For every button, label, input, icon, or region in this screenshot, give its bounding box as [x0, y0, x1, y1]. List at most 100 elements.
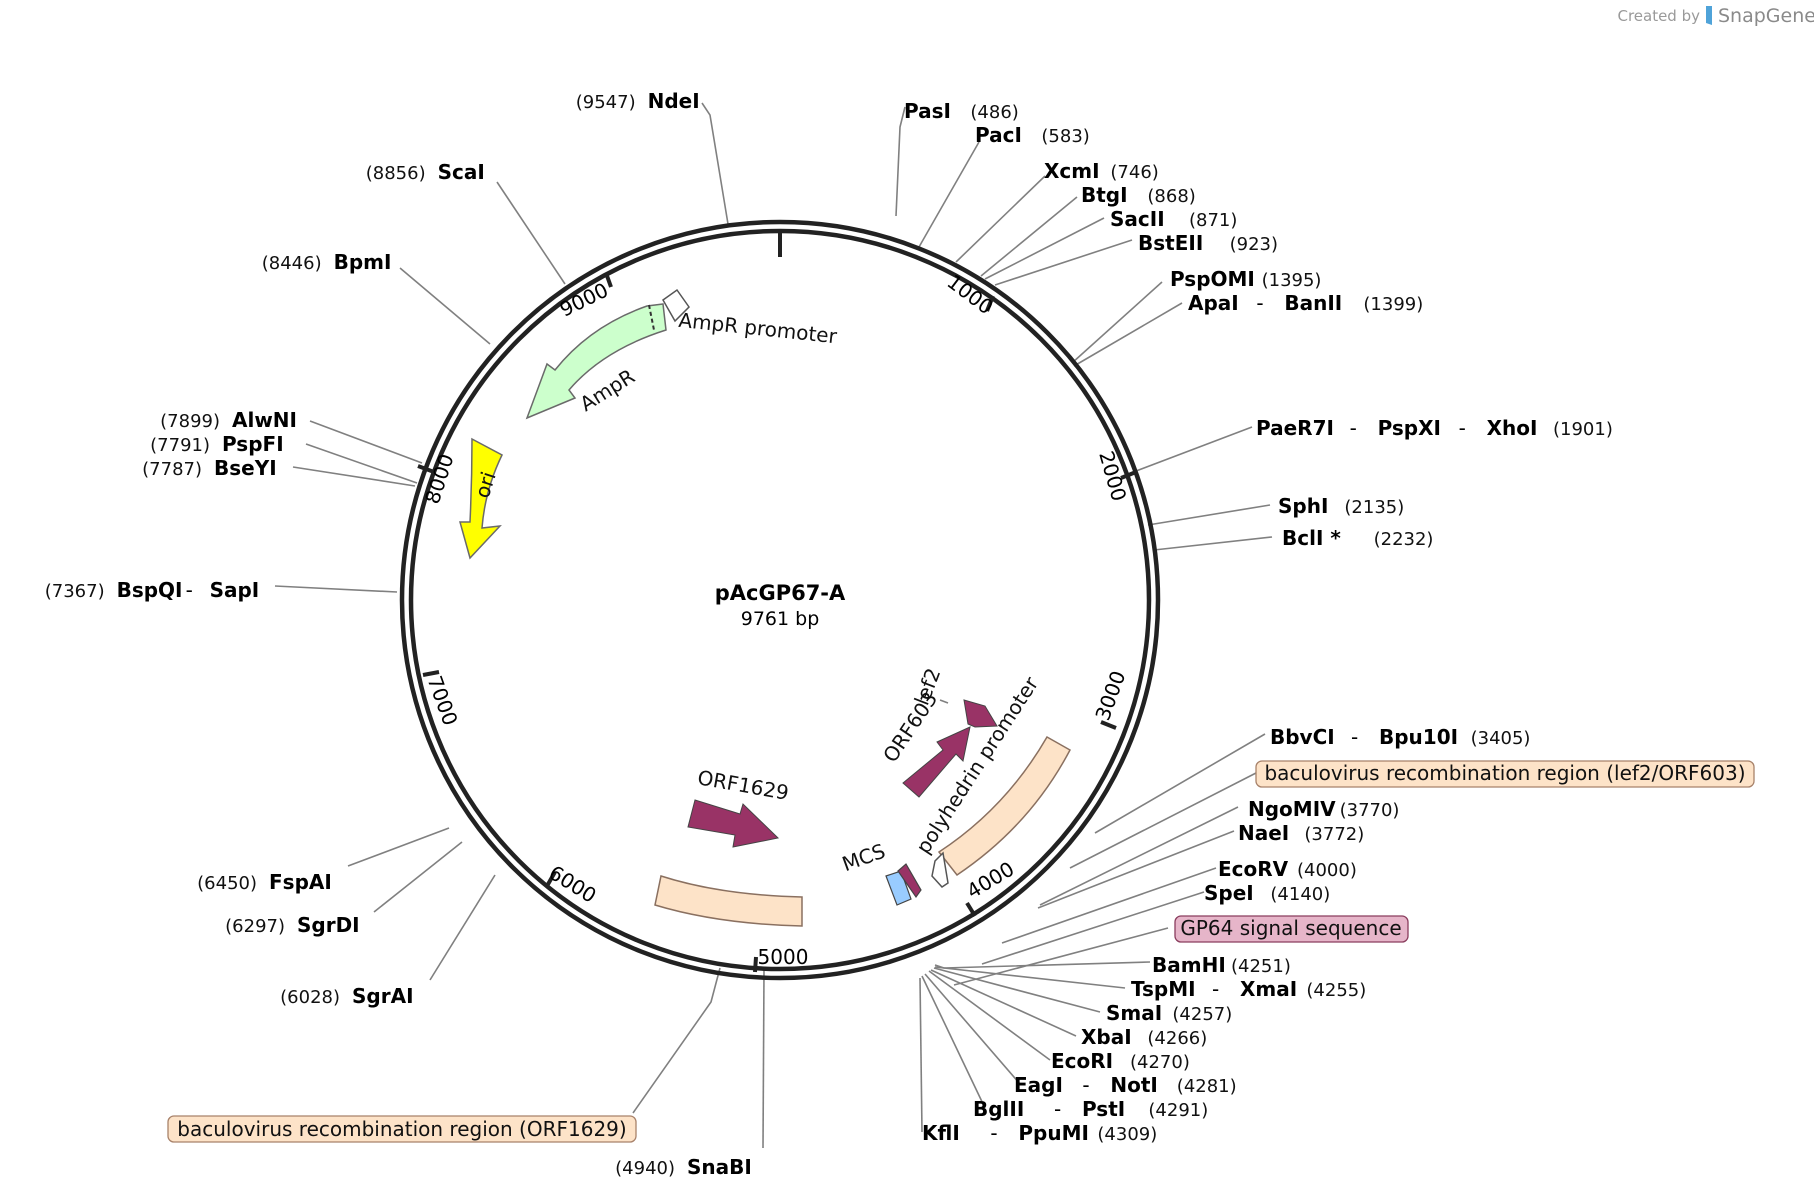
tick-label-9000: 9000	[556, 278, 612, 322]
feature-ampr-promoter	[662, 288, 690, 323]
backbone-outer-strand	[399, 219, 1161, 981]
site-position: (583)	[1041, 126, 1089, 147]
site-labels-right: PasI(486)PacI(583)XcmI(746)BtgI(868)SacI…	[904, 99, 1613, 1145]
site-position: (2135)	[1344, 497, 1404, 518]
tick-8000	[417, 464, 435, 474]
feature-recomb-region-lef2	[937, 735, 1072, 877]
site-position: (486)	[970, 102, 1018, 123]
leader-line-recomb-lef2	[1069, 772, 1257, 869]
site-position: (868)	[1147, 186, 1195, 207]
site-separator: -	[1212, 977, 1219, 1001]
site-separator: -	[990, 1121, 997, 1145]
site-name-PacI: PacI	[975, 123, 1022, 147]
site-separator: -	[1054, 1097, 1061, 1121]
site-name-SpeI: SpeI	[1204, 881, 1254, 905]
leader-line-lef2	[939, 699, 949, 704]
site-position: (6297)	[225, 916, 285, 937]
site-name-EcoRI: EcoRI	[1051, 1049, 1113, 1073]
leader-line-EcoRV	[1001, 867, 1217, 944]
site-position: (7787)	[142, 459, 202, 480]
leader-line-PaeR7I	[1135, 426, 1253, 472]
leader-line-SgrDI	[373, 841, 463, 913]
site-name-NgoMIV: NgoMIV	[1248, 797, 1336, 821]
site-name-BglII: BglII	[973, 1097, 1024, 1121]
plasmid-size: 9761 bp	[741, 608, 820, 630]
site-name-EagI: EagI	[1014, 1073, 1063, 1097]
site-position: (3405)	[1471, 728, 1531, 749]
leader-line-SacII	[984, 217, 1105, 280]
site-position: (923)	[1230, 234, 1278, 255]
feature-label-ampr-promoter: AmpR promoter	[677, 308, 838, 349]
feature-label-mcs: MCS	[839, 839, 888, 877]
site-position: (7791)	[150, 435, 210, 456]
site-name-BamHI: BamHI	[1152, 953, 1226, 977]
leader-line-BstEII	[994, 239, 1133, 286]
site-name-NaeI: NaeI	[1238, 821, 1289, 845]
site-separator: -	[1351, 725, 1358, 749]
site-position: (4266)	[1147, 1028, 1207, 1049]
site-name-BbvCI: BbvCI	[1270, 725, 1335, 749]
site-separator: -	[1459, 416, 1466, 440]
created-by-text: Created by	[1617, 7, 1700, 25]
site-name-PspOMI: PspOMI	[1170, 267, 1255, 291]
site-name-BstEII: BstEII	[1138, 231, 1203, 255]
site-position: (6450)	[197, 873, 257, 894]
ampr-internal-boundary	[648, 304, 655, 331]
feature-orf603	[902, 726, 971, 798]
leader-line-ApaI	[1073, 302, 1183, 367]
tick-label-7000: 7000	[423, 673, 463, 729]
gp64-signal-box	[1174, 915, 1409, 943]
feature-gp64-signal	[897, 863, 922, 899]
site-name-ScaI: ScaI	[438, 160, 485, 184]
site-position: (6028)	[280, 987, 340, 1008]
site-name-SphI: SphI	[1278, 494, 1328, 518]
backbone	[399, 219, 1161, 981]
site-separator: -	[1082, 1073, 1089, 1097]
site-name-PpuMI: PpuMI	[1018, 1121, 1089, 1145]
site-name-XbaI: XbaI	[1081, 1025, 1132, 1049]
leader-line-BglII	[921, 975, 986, 1109]
site-separator: -	[186, 578, 193, 602]
backbone-inner-strand	[408, 228, 1152, 972]
leader-line-TspMI	[934, 966, 1126, 989]
feature-orf1629	[687, 799, 780, 848]
leader-line-XcmI	[955, 175, 1046, 263]
tick-2000	[1120, 470, 1137, 480]
site-position: (2232)	[1374, 529, 1434, 550]
site-name-XmaI: XmaI	[1240, 977, 1297, 1001]
site-name-PspXI: PspXI	[1378, 416, 1441, 440]
site-position: (3772)	[1304, 824, 1364, 845]
leader-line-SphI	[1147, 504, 1271, 526]
site-name-SnaBI: SnaBI	[687, 1155, 752, 1179]
leader-line-BclI	[1153, 536, 1273, 551]
site-name-SgrDI: SgrDI	[297, 913, 360, 937]
tick-1000	[985, 295, 995, 312]
leader-line-BtgI	[980, 196, 1078, 277]
recomb-region-lef2-label: baculovirus recombination region (lef2/O…	[1264, 761, 1745, 785]
site-name-EcoRV: EcoRV	[1218, 857, 1289, 881]
site-position: (4257)	[1172, 1004, 1232, 1025]
leader-line-NdeI	[701, 102, 729, 225]
site-name-PaeR7I: PaeR7I	[1256, 416, 1334, 440]
leader-lines	[274, 102, 1273, 1149]
site-position: (9547)	[576, 92, 636, 113]
leader-line-ScaI	[496, 181, 566, 285]
site-name-SacII: SacII	[1110, 207, 1165, 231]
leader-line-BbvCI	[1094, 733, 1266, 834]
site-position: (8446)	[262, 253, 322, 274]
site-position: (4940)	[615, 1158, 675, 1179]
leader-line-EcoRI	[928, 970, 1051, 1061]
site-position: (4281)	[1177, 1076, 1237, 1097]
site-name-PasI: PasI	[904, 99, 951, 123]
site-position: (4309)	[1097, 1124, 1157, 1145]
leader-line-SpeI	[981, 891, 1205, 965]
leader-line-BseYI	[292, 466, 416, 487]
leader-line-SnaBI	[762, 969, 765, 1149]
site-name-BclI: BclI *	[1282, 526, 1341, 550]
site-name-BtgI: BtgI	[1081, 183, 1128, 207]
site-position: (1395)	[1262, 270, 1322, 291]
site-position: (746)	[1110, 162, 1158, 183]
site-position: (4270)	[1130, 1052, 1190, 1073]
site-name-NdeI: NdeI	[648, 89, 700, 113]
